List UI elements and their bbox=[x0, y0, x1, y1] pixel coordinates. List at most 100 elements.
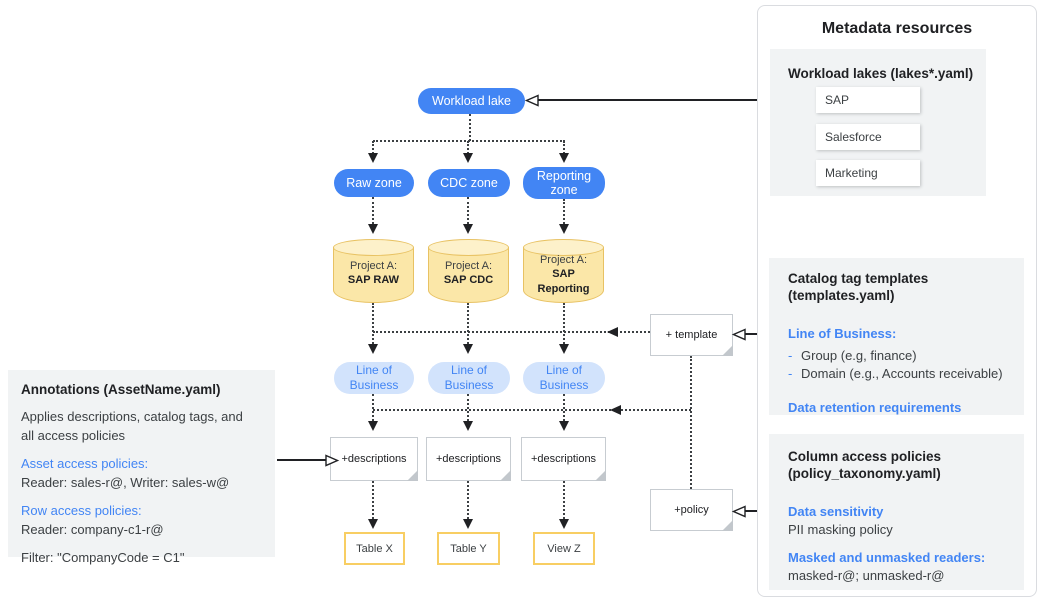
lob-template-item: - Domain (e.g., Accounts receivable) bbox=[788, 365, 1024, 383]
bullet-dash: - bbox=[788, 348, 793, 363]
arrowhead-icon bbox=[368, 153, 378, 163]
connector bbox=[563, 303, 565, 344]
cdc-zone-node: CDC zone bbox=[428, 169, 510, 197]
lob-node-1: Line of Business bbox=[334, 362, 414, 394]
arrowhead-icon bbox=[607, 327, 618, 337]
column-policies-heading-line2: (policy_taxonomy.yaml) bbox=[788, 466, 941, 481]
connector bbox=[372, 394, 374, 421]
arrowhead-icon bbox=[368, 519, 378, 529]
table-y-node: Table Y bbox=[437, 532, 500, 565]
connector-template-row bbox=[373, 331, 650, 333]
workload-lakes-section: Workload lakes (lakes*.yaml) SAP Salesfo… bbox=[770, 49, 986, 196]
project-prefix: Project A: bbox=[349, 260, 398, 272]
project-prefix: Project A: bbox=[539, 254, 588, 266]
project-name: SAP Reporting bbox=[537, 268, 590, 295]
descriptions-note-1: +descriptions bbox=[330, 437, 418, 481]
arrowhead-icon bbox=[463, 224, 473, 234]
lob-item-group: Group (e.g, finance) bbox=[801, 348, 917, 363]
raw-zone-node: Raw zone bbox=[334, 169, 414, 197]
cylinder-top bbox=[428, 239, 509, 256]
annotations-description-line2: all access policies bbox=[21, 428, 126, 443]
data-sensitivity-value: PII masking policy bbox=[788, 522, 893, 537]
lob-node-2: Line of Business bbox=[428, 362, 510, 394]
policy-note: +policy bbox=[650, 489, 733, 531]
arrowhead-icon bbox=[463, 519, 473, 529]
connector bbox=[372, 141, 374, 154]
catalog-templates-heading: Catalog tag templates (templates.yaml) bbox=[788, 270, 1024, 304]
annotations-title: Annotations (AssetName.yaml) bbox=[21, 382, 221, 397]
reporting-zone-node: Reporting zone bbox=[523, 167, 605, 199]
annotations-description-line1: Applies descriptions, catalog tags, and bbox=[21, 409, 243, 424]
cylinder-shape bbox=[523, 247, 604, 303]
filter-value: Filter: "CompanyCode = C1" bbox=[21, 550, 185, 565]
arrowhead-icon bbox=[368, 224, 378, 234]
readers-value: masked-r@; unmasked-r@ bbox=[788, 568, 945, 583]
catalog-templates-section: Catalog tag templates (templates.yaml) L… bbox=[769, 258, 1024, 415]
data-sensitivity-heading: Data sensitivity bbox=[788, 504, 884, 519]
arrowhead-icon bbox=[559, 224, 569, 234]
open-arrowhead-icon bbox=[325, 454, 340, 467]
project-name: SAP RAW bbox=[347, 274, 400, 287]
connector bbox=[563, 481, 565, 519]
row-access-section: Row access policies: Reader: company-c1-… bbox=[21, 501, 263, 539]
asset-access-section: Asset access policies: Reader: sales-r@,… bbox=[21, 454, 263, 492]
arrowhead-icon bbox=[610, 405, 621, 415]
project-reporting-label: Project A: SAP Reporting bbox=[523, 253, 604, 296]
lake-card-marketing: Marketing bbox=[816, 160, 920, 186]
template-note: + template bbox=[650, 314, 733, 356]
catalog-templates-heading-line1: Catalog tag templates bbox=[788, 271, 929, 286]
asset-access-value: Reader: sales-r@, Writer: sales-w@ bbox=[21, 475, 230, 490]
lob-template-heading: Line of Business: bbox=[788, 326, 897, 341]
line-sap-to-lake bbox=[533, 99, 817, 101]
column-policies-heading-line1: Column access policies bbox=[788, 449, 942, 464]
open-arrowhead-icon bbox=[731, 505, 746, 518]
table-x-node: Table X bbox=[344, 532, 405, 565]
project-reporting-cylinder: Project A: SAP Reporting bbox=[523, 239, 604, 303]
arrowhead-icon bbox=[559, 421, 569, 431]
lake-card-salesforce: Salesforce bbox=[816, 124, 920, 150]
annotations-description: Applies descriptions, catalog tags, and … bbox=[21, 407, 263, 445]
metadata-panel-title: Metadata resources bbox=[821, 20, 973, 37]
connector bbox=[372, 303, 374, 344]
connector-template-policy bbox=[690, 356, 692, 489]
connector bbox=[467, 197, 469, 224]
descriptions-note-2: +descriptions bbox=[426, 437, 511, 481]
connector bbox=[467, 303, 469, 344]
lake-card-sap: SAP bbox=[816, 87, 920, 113]
arrowhead-icon bbox=[368, 421, 378, 431]
connector bbox=[372, 197, 374, 224]
arrowhead-icon bbox=[559, 519, 569, 529]
project-raw-cylinder: Project A: SAP RAW bbox=[333, 239, 414, 303]
view-z-node: View Z bbox=[533, 532, 595, 565]
descriptions-note-3: +descriptions bbox=[521, 437, 606, 481]
lob-template-item: - Group (e.g, finance) bbox=[788, 347, 1024, 365]
connector bbox=[563, 141, 565, 154]
cylinder-shape bbox=[428, 247, 509, 303]
cylinder-top bbox=[523, 239, 604, 256]
connector-zone-split bbox=[373, 140, 565, 142]
connector-lake-stem bbox=[469, 114, 471, 141]
bullet-dash: - bbox=[788, 366, 793, 381]
arrowhead-icon bbox=[463, 421, 473, 431]
open-arrowhead-icon bbox=[731, 328, 746, 341]
catalog-templates-heading-line2: (templates.yaml) bbox=[788, 288, 895, 303]
asset-access-heading: Asset access policies: bbox=[21, 456, 149, 471]
project-raw-label: Project A: SAP RAW bbox=[333, 259, 414, 288]
arrowhead-icon bbox=[463, 344, 473, 354]
arrowhead-icon bbox=[463, 153, 473, 163]
column-policies-section: Column access policies (policy_taxonomy.… bbox=[769, 434, 1024, 590]
metadata-resources-panel: Metadata resources Workload lakes (lakes… bbox=[757, 5, 1037, 597]
line-policies-to-policy bbox=[740, 510, 768, 512]
line-annotations-to-descriptions bbox=[277, 459, 327, 461]
lob-node-3: Line of Business bbox=[523, 362, 605, 394]
project-cdc-label: Project A: SAP CDC bbox=[428, 259, 509, 288]
project-name: SAP CDC bbox=[443, 274, 494, 287]
retention-heading: Data retention requirements bbox=[788, 400, 962, 415]
connector bbox=[372, 481, 374, 519]
line-templates-to-template bbox=[740, 333, 768, 335]
readers-heading: Masked and unmasked readers: bbox=[788, 550, 986, 565]
connector bbox=[563, 199, 565, 224]
row-access-value: Reader: company-c1-r@ bbox=[21, 522, 164, 537]
arrowhead-icon bbox=[368, 344, 378, 354]
